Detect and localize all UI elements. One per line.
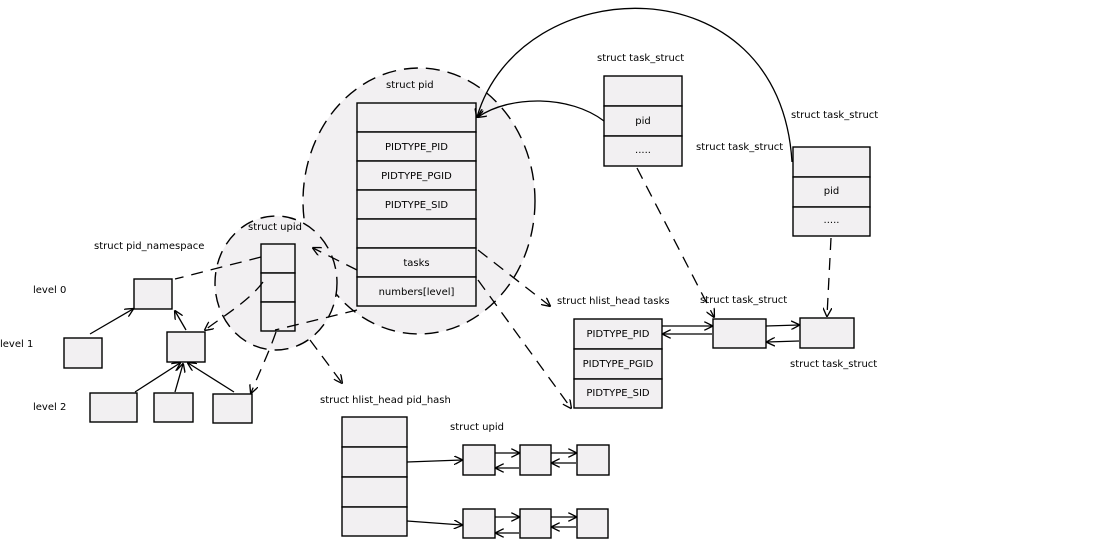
pid-row-5: tasks [403,258,429,269]
label-task-struct-bottom: struct task_struct [790,359,877,370]
pid-row-6: numbers[level] [379,287,455,298]
label-hlist-head-tasks: struct hlist_head tasks [557,296,670,307]
pid-namespace-tree [63,278,253,424]
hlist-row-1: PIDTYPE_PGID [583,359,654,370]
label-level-2: level 2 [33,402,66,413]
label-task-struct-chain: struct task_struct [700,295,787,306]
label-level-1: level 1 [0,339,33,350]
connectors [89,7,831,533]
label-task-struct-mid: struct task_struct [696,142,783,153]
task-chain-box-1 [712,318,767,349]
task-right-more: ..... [824,215,840,226]
hash-chains [462,444,610,539]
label-task-struct-top: struct task_struct [597,53,684,64]
struct-pid-table: PIDTYPE_PID PIDTYPE_PGID PIDTYPE_SID tas… [356,102,477,307]
task-chain-box-2 [799,317,855,349]
hlist-head-tasks: PIDTYPE_PID PIDTYPE_PGID PIDTYPE_SID [573,318,663,409]
task-top-pid: pid [635,116,650,127]
label-pid-namespace: struct pid_namespace [94,241,204,252]
label-hlist-head-pid-hash: struct hlist_head pid_hash [320,395,451,406]
pid-row-2: PIDTYPE_PGID [381,171,452,182]
label-struct-upid-bottom: struct upid [450,422,504,433]
hlist-row-0: PIDTYPE_PID [587,329,650,340]
label-level-0: level 0 [33,285,66,296]
pid-hash-column [341,416,408,537]
task-top-more: ..... [635,145,651,156]
task-struct-top: pid ..... [603,75,683,167]
hlist-row-2: PIDTYPE_SID [586,388,650,399]
pid-row-1: PIDTYPE_PID [385,142,448,153]
label-struct-upid: struct upid [248,222,302,233]
task-right-pid: pid [824,186,839,197]
task-struct-right: pid ..... [792,146,871,237]
pid-row-3: PIDTYPE_SID [385,200,449,211]
label-task-struct-right: struct task_struct [791,110,878,121]
struct-upid-column [260,243,296,332]
label-struct-pid: struct pid [386,80,434,91]
